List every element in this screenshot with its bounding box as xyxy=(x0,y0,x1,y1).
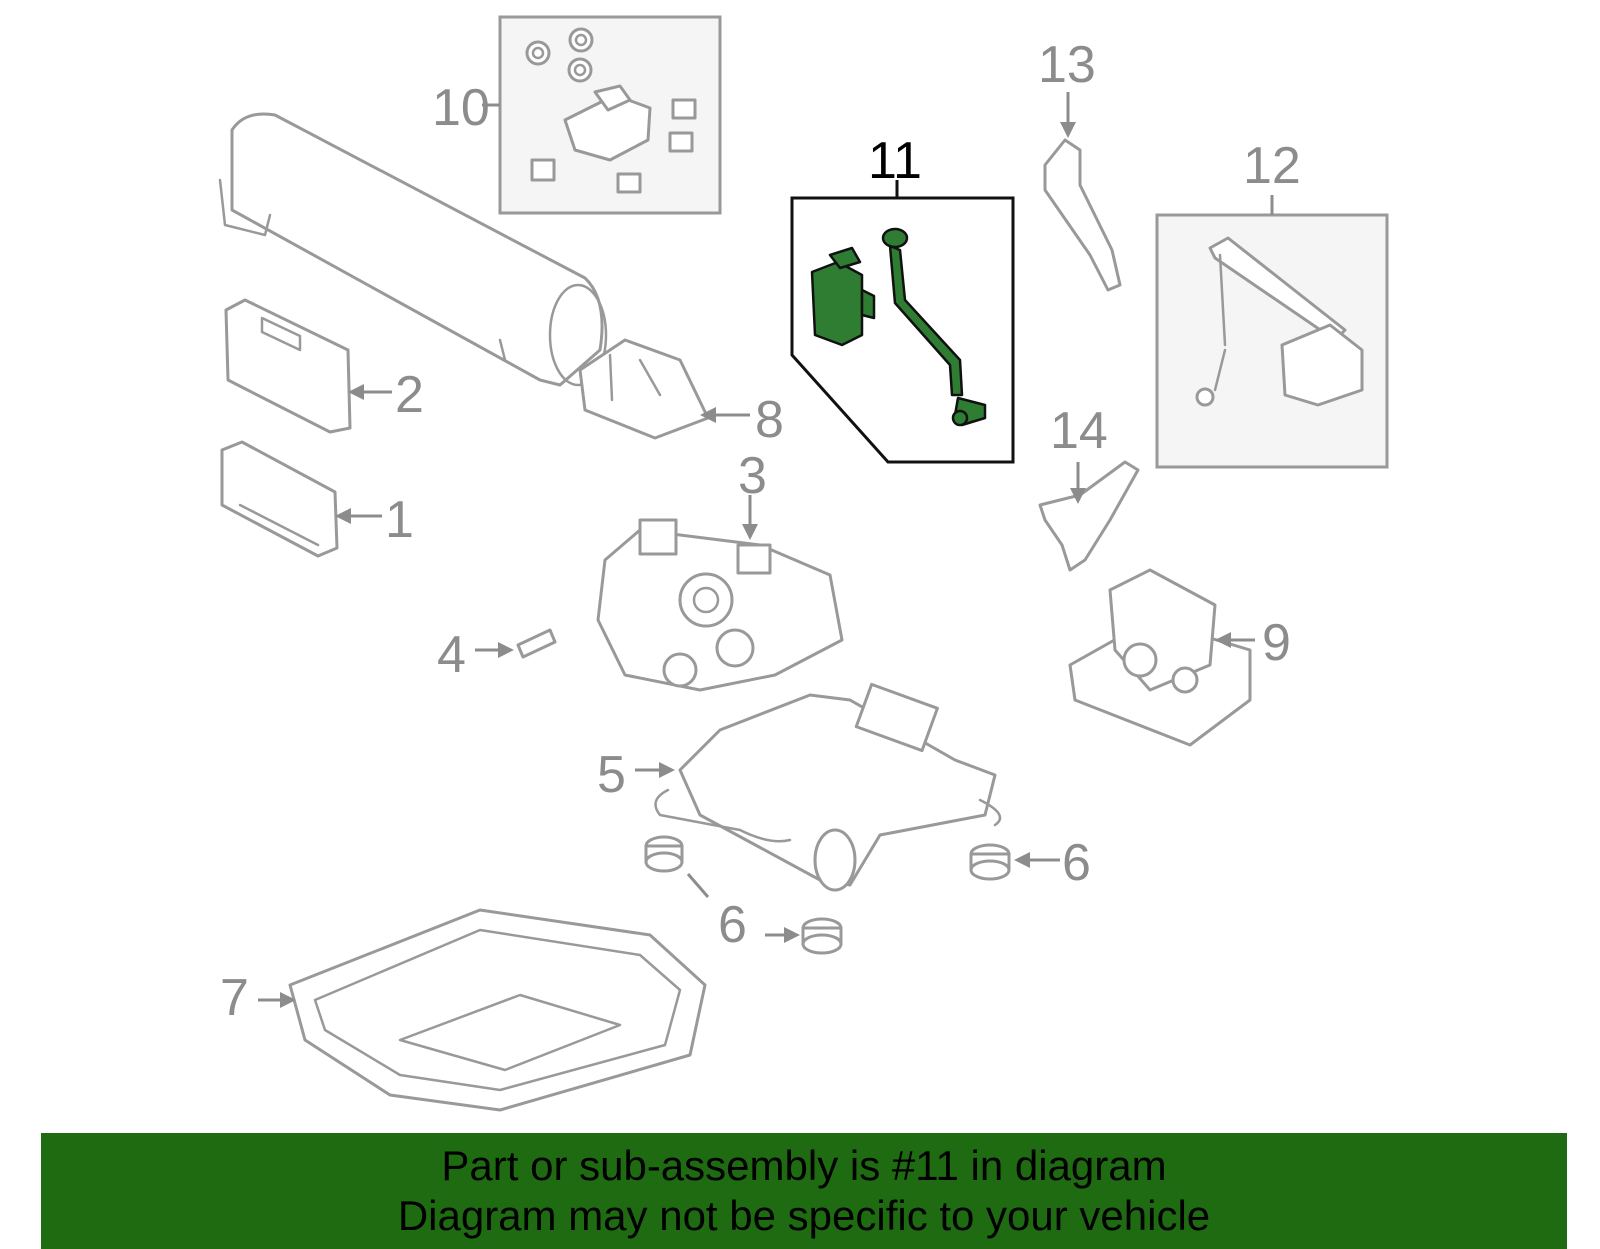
part-8-bracket[interactable] xyxy=(578,338,750,440)
callout-5: 5 xyxy=(597,746,626,804)
callout-6-bottom: 6 xyxy=(718,896,747,954)
part-9-mount[interactable] xyxy=(1068,568,1255,747)
part-notice-banner: Part or sub-assembly is #11 in diagram D… xyxy=(41,1133,1567,1249)
callout-14: 14 xyxy=(1050,402,1108,460)
callout-1: 1 xyxy=(385,491,414,549)
callout-2: 2 xyxy=(395,366,424,424)
part-12-height-sensor-kit[interactable] xyxy=(1155,195,1389,469)
banner-line-disclaimer: Diagram may not be specific to your vehi… xyxy=(397,1192,1211,1239)
part-6-isolator-c[interactable] xyxy=(765,917,843,955)
part-4-fitting[interactable] xyxy=(475,628,557,659)
callout-3: 3 xyxy=(738,447,767,505)
part-13-bracket[interactable] xyxy=(1043,92,1122,292)
part-10-valve-kit[interactable] xyxy=(482,15,722,215)
part-14-bracket[interactable] xyxy=(1038,460,1140,572)
part-6-isolator-a[interactable] xyxy=(644,835,710,898)
banner-line-part-number: Part or sub-assembly is #11 in diagram xyxy=(441,1142,1167,1189)
callout-13: 13 xyxy=(1038,36,1096,94)
callout-4: 4 xyxy=(437,626,466,684)
part-6-isolator-b[interactable] xyxy=(969,843,1060,881)
part-2-bracket[interactable] xyxy=(224,298,392,434)
callout-6-right: 6 xyxy=(1062,834,1091,892)
part-11-linkage-arm xyxy=(881,227,987,427)
air-reservoir-tank[interactable] xyxy=(218,112,608,387)
callout-12: 12 xyxy=(1243,137,1301,195)
part-11-height-sensor[interactable] xyxy=(790,180,1015,464)
callout-11: 11 xyxy=(868,132,922,190)
part-1-module[interactable] xyxy=(220,440,382,558)
part-3-compressor[interactable] xyxy=(596,495,844,692)
part-5-mounting-frame[interactable] xyxy=(635,682,1002,892)
part-7-tray[interactable] xyxy=(258,908,707,1112)
callout-8: 8 xyxy=(755,391,784,449)
part-11-sensor-body xyxy=(810,246,876,347)
callout-10: 10 xyxy=(432,79,490,137)
callout-9: 9 xyxy=(1262,614,1291,672)
callout-7: 7 xyxy=(220,969,249,1027)
